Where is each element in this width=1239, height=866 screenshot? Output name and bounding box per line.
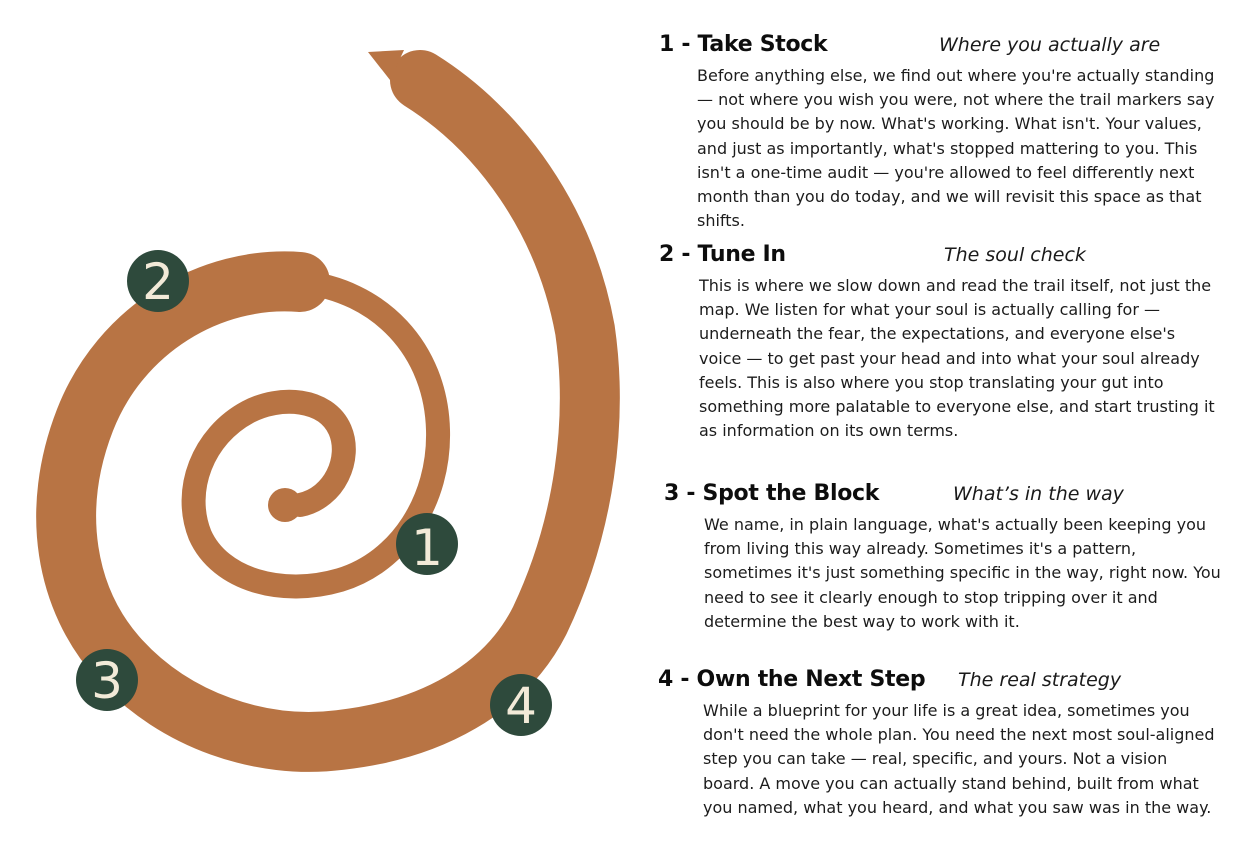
badge-1: 1	[396, 513, 458, 577]
step-4: 4 - Own the Next Step The real strategy …	[658, 667, 1233, 820]
step-4-subtitle: The real strategy	[958, 669, 1122, 691]
step-2-title: 2 - Tune In	[659, 242, 786, 267]
badge-4-label: 4	[505, 677, 537, 735]
spiral-tail	[542, 335, 610, 610]
step-1-body: Before anything else, we find out where …	[697, 66, 1215, 231]
spiral-graphic: 1 2 3 4	[36, 50, 620, 772]
spiral-center-dot	[268, 488, 302, 522]
badge-3-label: 3	[91, 652, 123, 710]
badge-1-label: 1	[411, 519, 443, 577]
step-1: 1 - Take Stock Where you actually are Be…	[659, 32, 1229, 233]
badge-4: 4	[490, 674, 552, 736]
step-2: 2 - Tune In The soul check This is where…	[659, 242, 1229, 443]
step-3-body: We name, in plain language, what's actua…	[704, 515, 1221, 631]
badge-3: 3	[76, 649, 138, 711]
step-3: 3 - Spot the Block What’s in the way We …	[664, 481, 1234, 634]
arrowhead-icon	[368, 50, 404, 80]
step-3-title: 3 - Spot the Block	[664, 481, 880, 506]
step-1-title: 1 - Take Stock	[659, 32, 828, 57]
spiral-path	[181, 270, 451, 599]
badge-2-label: 2	[142, 253, 174, 311]
badge-2: 2	[127, 250, 189, 312]
step-2-body: This is where we slow down and read the …	[699, 276, 1215, 441]
step-4-title: 4 - Own the Next Step	[658, 667, 926, 692]
step-2-subtitle: The soul check	[944, 244, 1086, 266]
step-4-body: While a blueprint for your life is a gre…	[703, 701, 1215, 817]
spiral-outer-band	[36, 50, 620, 772]
step-1-subtitle: Where you actually are	[939, 34, 1161, 56]
step-3-subtitle: What’s in the way	[953, 483, 1124, 505]
